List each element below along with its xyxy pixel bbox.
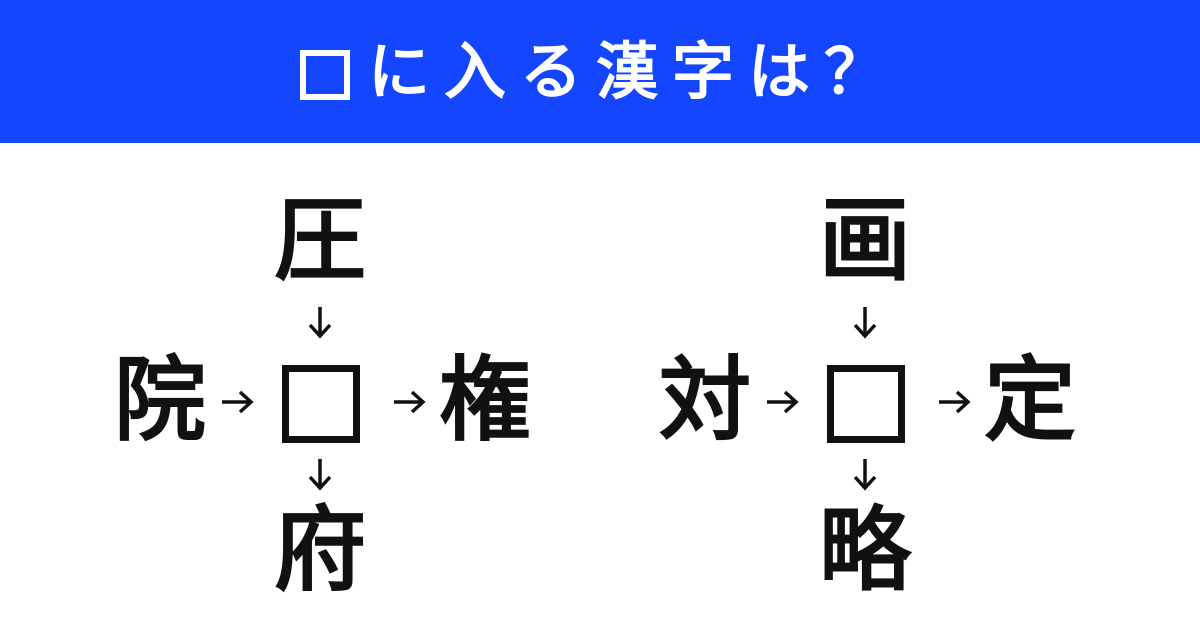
puzzle-left: 圧 院 権 府: [90, 155, 550, 625]
arrow-right-icon: [218, 382, 258, 422]
blank-square-icon: [299, 50, 350, 101]
kanji-left: 院: [113, 347, 206, 454]
page-title-text: に入る漢字は？: [367, 34, 900, 108]
arrow-down-icon: [300, 455, 340, 495]
kanji-top: 圧: [273, 187, 366, 294]
header-banner: に入る漢字は？: [0, 0, 1200, 143]
arrow-down-icon: [845, 303, 885, 343]
arrow-down-icon: [845, 455, 885, 495]
page-title: に入る漢字は？: [299, 40, 900, 103]
arrow-right-icon: [763, 382, 803, 422]
kanji-right: 定: [983, 347, 1076, 454]
kanji-right: 権: [438, 347, 531, 454]
kanji-bottom: 略: [818, 497, 911, 604]
blank-square: [827, 365, 905, 443]
kanji-left: 対: [658, 347, 751, 454]
arrow-right-icon: [390, 382, 430, 422]
blank-square: [282, 365, 360, 443]
puzzle-right: 画 対 定 略: [635, 155, 1095, 625]
kanji-bottom: 府: [273, 497, 366, 604]
arrow-right-icon: [935, 382, 975, 422]
kanji-top: 画: [818, 187, 911, 294]
arrow-down-icon: [300, 303, 340, 343]
